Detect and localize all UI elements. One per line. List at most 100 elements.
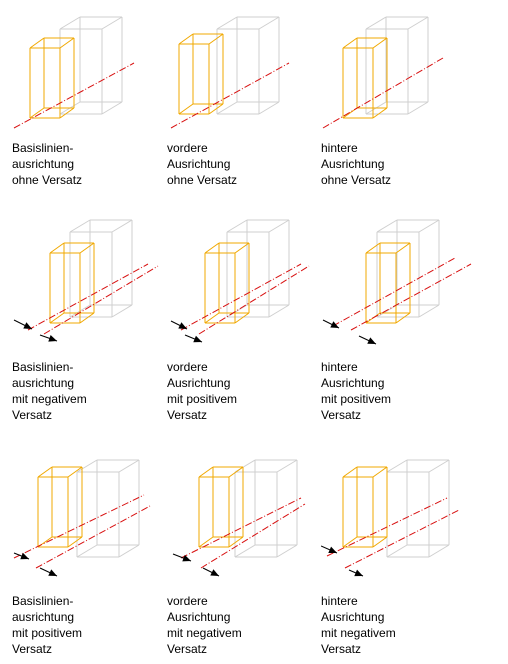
ghost-wall-block-edge xyxy=(111,219,133,233)
wall-panel-edge xyxy=(208,103,224,115)
diagram-caption: hintere Ausrichtung mit negativem Versat… xyxy=(321,593,396,657)
diagram-back-positive-offset: hintere Ausrichtung mit positivem Versat… xyxy=(321,200,475,423)
ghost-wall-block xyxy=(69,219,133,318)
offset-arrowhead xyxy=(48,569,57,576)
baseline-axis xyxy=(200,503,306,569)
wall-panel-edge xyxy=(342,466,358,478)
ghost-wall-block-edge xyxy=(407,16,429,30)
ghost-wall-block xyxy=(376,219,440,318)
wall-panel xyxy=(365,242,411,324)
ghost-wall-block xyxy=(76,459,140,558)
caption-line: hintere xyxy=(321,141,358,155)
baseline-no-offset-figure xyxy=(13,16,135,129)
baseline-axis xyxy=(43,265,159,335)
caption-line: Basislinien- xyxy=(12,141,74,155)
wall-panel-edge xyxy=(204,242,220,254)
baseline-axis xyxy=(27,263,149,331)
diagram-baseline-negative-offset: Basislinien- ausrichtung mit negativem V… xyxy=(12,200,166,423)
ghost-wall-block-edge xyxy=(258,16,280,30)
wall-panel-edge xyxy=(59,107,75,119)
diagram-caption: Basislinien- ausrichtung mit positivem V… xyxy=(12,593,82,657)
wall-panel-edge xyxy=(372,107,388,119)
offset-arrowhead xyxy=(328,546,337,553)
caption-line: Ausrichtung xyxy=(167,157,231,171)
ghost-wall-block-edge xyxy=(268,304,290,318)
baseline-positive-offset-figure xyxy=(13,459,151,577)
ghost-wall-block-edge xyxy=(407,101,429,115)
diagram-baseline-no-offset: Basislinien- ausrichtung ohne Versatz xyxy=(12,0,166,220)
back-no-offset-figure xyxy=(322,16,444,129)
wall-panel xyxy=(342,37,388,119)
caption-line: Ausrichtung xyxy=(321,376,385,390)
back-positive-offset-figure xyxy=(322,219,472,345)
diagram-caption: vordere Ausrichtung mit negativem Versat… xyxy=(167,593,242,657)
wall-panel-edge xyxy=(208,33,224,45)
ghost-wall-block-edge xyxy=(386,544,408,558)
wall-panel-edge xyxy=(342,37,358,49)
wall-panel-edge xyxy=(198,536,214,548)
diagram-caption: Basislinien- ausrichtung mit negativem V… xyxy=(12,359,87,423)
caption-line: Ausrichtung xyxy=(321,610,385,624)
baseline-axis xyxy=(180,497,302,559)
offset-arrowhead xyxy=(20,552,29,560)
baseline-axis xyxy=(344,509,460,569)
diagram-back-no-offset: hintere Ausrichtung ohne Versatz xyxy=(321,0,475,220)
ghost-wall-block-edge xyxy=(276,459,298,473)
wall-panel-edge xyxy=(395,312,411,324)
ghost-wall-block-edge xyxy=(428,459,450,473)
caption-line: Ausrichtung xyxy=(167,610,231,624)
wall-panel-edge xyxy=(67,536,83,548)
caption-line: vordere xyxy=(167,594,208,608)
offset-arrowhead xyxy=(23,322,32,329)
offset-arrowhead xyxy=(367,337,376,344)
caption-line: Versatz xyxy=(321,408,362,422)
caption-line: Basislinien- xyxy=(12,594,74,608)
offset-arrowhead xyxy=(182,554,191,562)
baseline-axis xyxy=(180,263,302,331)
caption-line: Ausrichtung xyxy=(321,157,385,171)
caption-line: hintere xyxy=(321,360,358,374)
wall-panel-edge xyxy=(178,103,194,115)
caption-line: Versatz xyxy=(321,642,362,656)
ghost-wall-block-edge xyxy=(226,219,248,233)
front-no-offset-figure xyxy=(170,16,290,129)
baseline-axis xyxy=(13,62,135,129)
diagram-baseline-positive-offset: Basislinien- ausrichtung mit positivem V… xyxy=(12,440,166,660)
ghost-wall-block xyxy=(216,16,280,115)
wall-panel-edge xyxy=(37,466,53,478)
offset-arrowhead xyxy=(48,335,57,342)
diagram-caption: Basislinien- ausrichtung ohne Versatz xyxy=(12,140,82,188)
caption-line: ohne Versatz xyxy=(321,173,392,187)
ghost-wall-block xyxy=(226,219,290,318)
wall-panel-edge xyxy=(79,312,95,324)
caption-line: mit negativem xyxy=(12,392,87,406)
ghost-wall-block-edge xyxy=(418,304,440,318)
back-negative-offset-figure xyxy=(321,459,460,577)
wall-panel-edge xyxy=(29,37,45,49)
caption-line: mit negativem xyxy=(321,626,396,640)
baseline-axis xyxy=(170,62,290,129)
ghost-wall-block xyxy=(234,459,298,558)
caption-line: Versatz xyxy=(167,642,208,656)
baseline-axis xyxy=(350,263,472,331)
diagram-back-negative-offset: hintere Ausrichtung mit negativem Versat… xyxy=(321,440,475,660)
wall-panel-edge xyxy=(395,242,411,254)
caption-line: Basislinien- xyxy=(12,360,74,374)
ghost-wall-block-edge xyxy=(101,101,123,115)
wall-panel-edge xyxy=(29,107,45,119)
wall-panel-edge xyxy=(234,312,250,324)
wall-panel-edge xyxy=(372,466,388,478)
wall-panel-edge xyxy=(228,536,244,548)
wall-panel-edge xyxy=(178,33,194,45)
ghost-wall-block-edge xyxy=(76,544,98,558)
diagram-caption: hintere Ausrichtung mit positivem Versat… xyxy=(321,359,391,423)
wall-panel-edge xyxy=(234,242,250,254)
diagram-caption: vordere Ausrichtung mit positivem Versat… xyxy=(167,359,237,423)
ghost-wall-block-edge xyxy=(118,544,140,558)
baseline-axis xyxy=(332,257,456,327)
wall-panel-edge xyxy=(59,37,75,49)
caption-line: ausrichtung xyxy=(12,376,75,390)
ghost-wall-block-edge xyxy=(101,16,123,30)
ghost-wall-block-edge xyxy=(69,219,91,233)
wall-panel-edge xyxy=(49,242,65,254)
